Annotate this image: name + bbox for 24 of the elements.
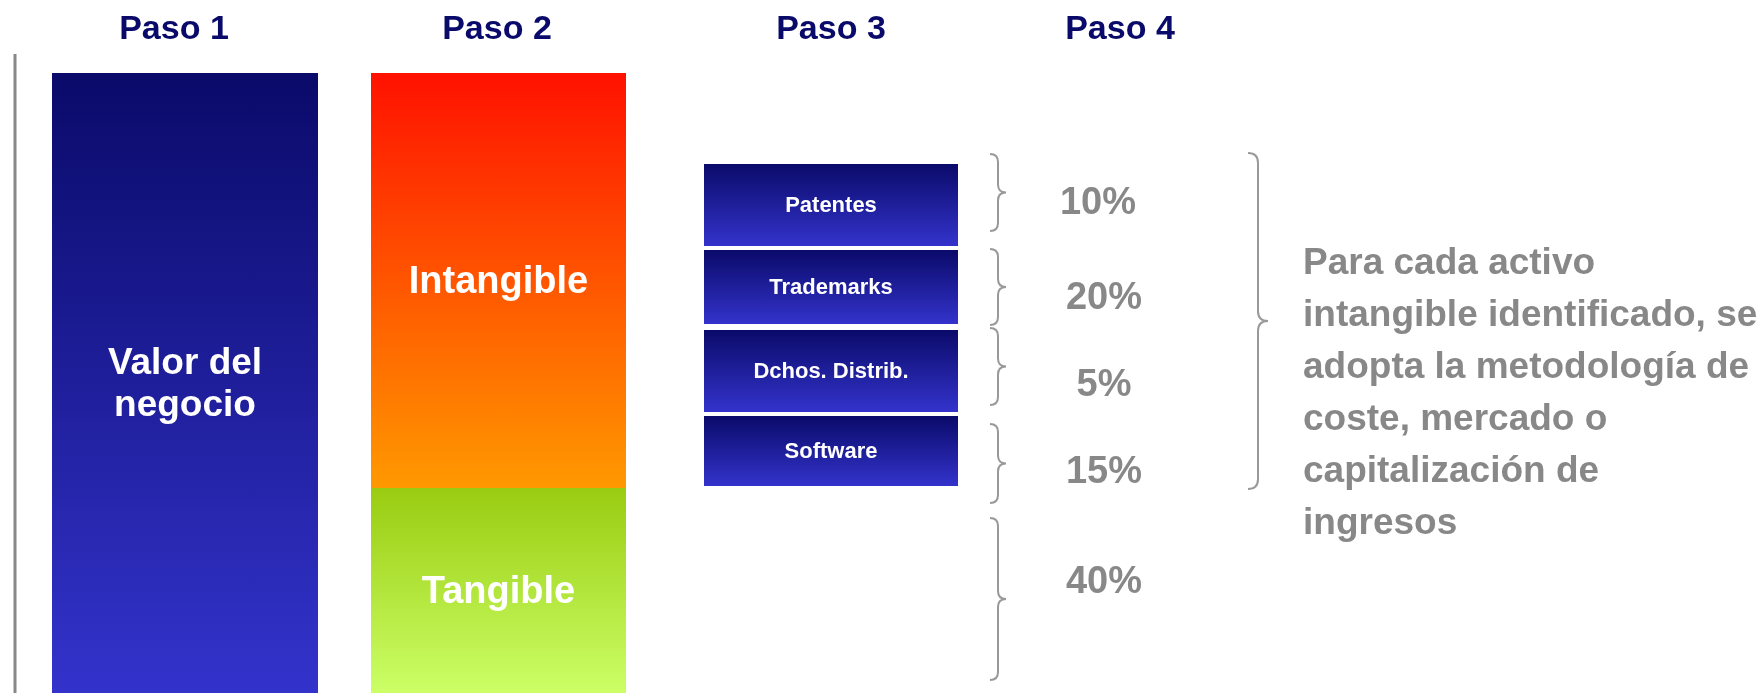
- value-bar: [52, 73, 318, 693]
- note-text: Para cada activo intangible identificado, se adopta la metodología de coste, mercado o capitalización de ingresos: [1303, 240, 1759, 544]
- box-label: Intangible: [407, 259, 590, 302]
- percentage: 20%: [1064, 275, 1144, 319]
- box-label: Tangible: [420, 569, 577, 612]
- asset-box: [704, 416, 958, 486]
- percentage: 5%: [1075, 362, 1133, 406]
- box-label: Patentes: [784, 192, 878, 218]
- step-heading: Paso 3: [775, 8, 887, 48]
- step-heading: Paso 1: [118, 8, 230, 48]
- box-label: Dchos. Distrib.: [752, 358, 910, 384]
- value-bar: [371, 488, 626, 693]
- box-label: Trademarks: [768, 274, 894, 300]
- asset-box: [704, 330, 958, 412]
- percentage: 10%: [1058, 180, 1138, 224]
- step-heading: Paso 2: [441, 8, 553, 48]
- value-bar: [371, 73, 626, 488]
- asset-box: [704, 164, 958, 246]
- percentage: 40%: [1064, 559, 1144, 603]
- box-label: Software: [783, 438, 879, 464]
- percentage: 15%: [1064, 449, 1144, 493]
- asset-box: [704, 250, 958, 324]
- step-heading: Paso 4: [1064, 8, 1176, 48]
- box-label: Valor del negocio: [106, 341, 264, 425]
